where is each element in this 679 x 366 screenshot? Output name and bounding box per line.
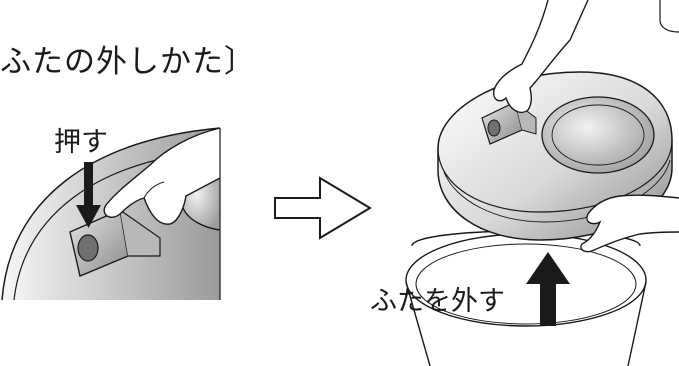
remove-lid-label: ふたを外す — [370, 286, 505, 317]
page-title: ふたの外しかた〕 — [0, 36, 256, 81]
title-text: ふたの外しかた — [0, 44, 224, 80]
bottom-hand-icon — [580, 194, 679, 253]
down-arrow-icon — [76, 162, 101, 228]
up-arrow-icon — [526, 252, 570, 326]
latch-icon — [69, 208, 161, 277]
push-label: 押す — [54, 127, 108, 158]
next-step-arrow-icon — [274, 176, 372, 240]
top-hand-icon — [492, 0, 589, 114]
pressing-hand-icon — [103, 127, 221, 225]
title-bracket: 〕 — [224, 44, 256, 80]
lid-removal-illustration — [405, 0, 679, 366]
detail-latch-closeup — [1, 127, 221, 301]
